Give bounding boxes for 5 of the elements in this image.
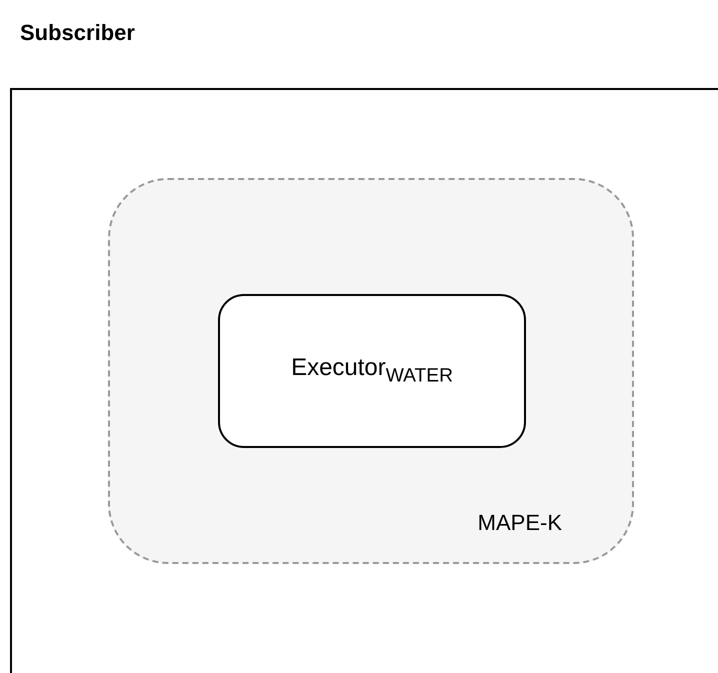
process-box xyxy=(218,294,526,448)
group-label: MAPE-K xyxy=(478,510,562,536)
box-label: Executor$_{WATER}$ xyxy=(291,354,453,388)
dashed-group-box xyxy=(108,178,634,564)
box-heading: Subscriber xyxy=(20,20,135,46)
